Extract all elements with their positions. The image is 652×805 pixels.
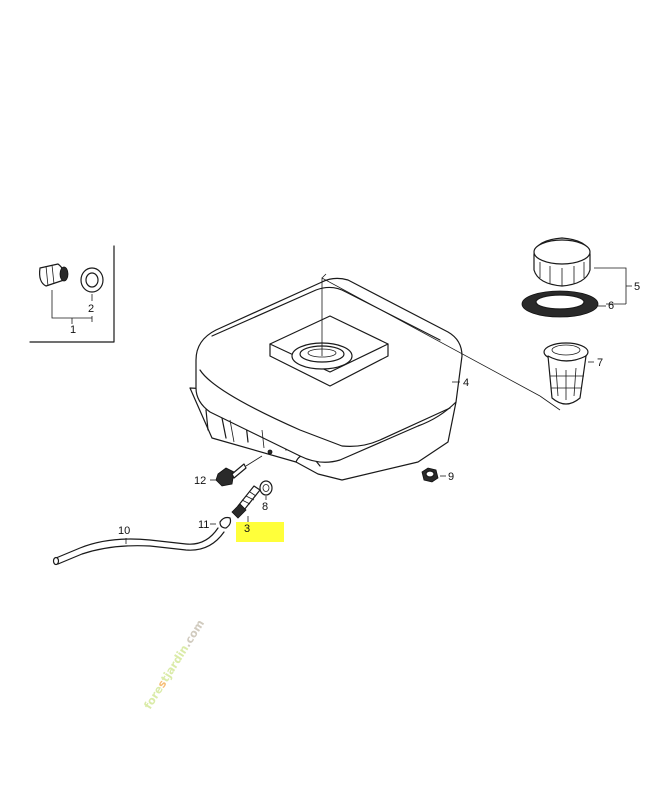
callout-6: 6 (608, 300, 614, 312)
callout-8: 8 (262, 501, 268, 513)
callout-3: 3 (244, 523, 250, 535)
callout-11: 11 (198, 519, 209, 531)
callout-12: 12 (194, 475, 206, 487)
part-3-highlight (236, 522, 284, 542)
callout-9: 9 (448, 471, 454, 483)
hose-clip (219, 516, 232, 529)
fuel-cap (533, 237, 591, 287)
watermark-part-c: .com (180, 617, 207, 649)
flange-nut (421, 467, 439, 483)
callout-7: 7 (597, 357, 603, 369)
callout-1: 1 (70, 324, 76, 336)
svg-text:forestjardin.com: forestjardin.com (142, 617, 208, 711)
drain-plug-washer (80, 267, 104, 293)
callout-4: 4 (463, 377, 469, 389)
sealing-washer (259, 480, 273, 496)
fuel-strainer (543, 342, 589, 405)
cap-gasket (521, 290, 599, 318)
callout-10: 10 (118, 525, 130, 537)
fuel-tube (52, 527, 225, 566)
callout-2: 2 (88, 303, 94, 315)
watermark-logo: forestjardin.com (142, 617, 208, 711)
fuel-joint (231, 485, 261, 519)
callout-5: 5 (634, 281, 640, 293)
drain-plug-inset: 2 1 (29, 245, 115, 343)
watermark-part-b: tjardin (158, 643, 191, 685)
drain-plug-bolt (39, 263, 69, 287)
fuel-tank (189, 277, 463, 481)
flange-bolt (215, 463, 247, 487)
